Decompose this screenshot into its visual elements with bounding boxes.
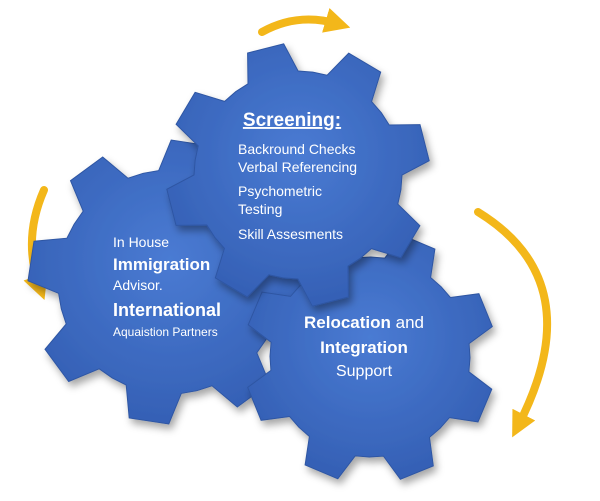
immigration-line: In House xyxy=(113,234,169,250)
screening-title: Screening: xyxy=(243,110,341,131)
immigration-line: Advisor. xyxy=(113,277,163,293)
right-cycle-arrow xyxy=(474,208,552,438)
partners-line: Aquaistion Partners xyxy=(113,325,218,339)
relocation-word: Relocation xyxy=(304,313,391,332)
screening-gear xyxy=(166,43,430,307)
screening-item: Backround Checks xyxy=(238,141,356,157)
support-line: Support xyxy=(336,363,393,380)
screening-item: Testing xyxy=(238,201,282,217)
relocation-and: and xyxy=(391,313,424,332)
international-heading: International xyxy=(113,300,221,320)
integration-heading: Integration xyxy=(320,338,408,357)
immigration-heading: Immigration xyxy=(113,255,210,274)
screening-item: Verbal Referencing xyxy=(238,159,357,175)
screening-item: Skill Assesments xyxy=(238,226,343,242)
top-cycle-arrow xyxy=(258,8,351,36)
relocation-line-1: Relocation and xyxy=(304,313,424,332)
screening-item: Psychometric xyxy=(238,183,322,199)
